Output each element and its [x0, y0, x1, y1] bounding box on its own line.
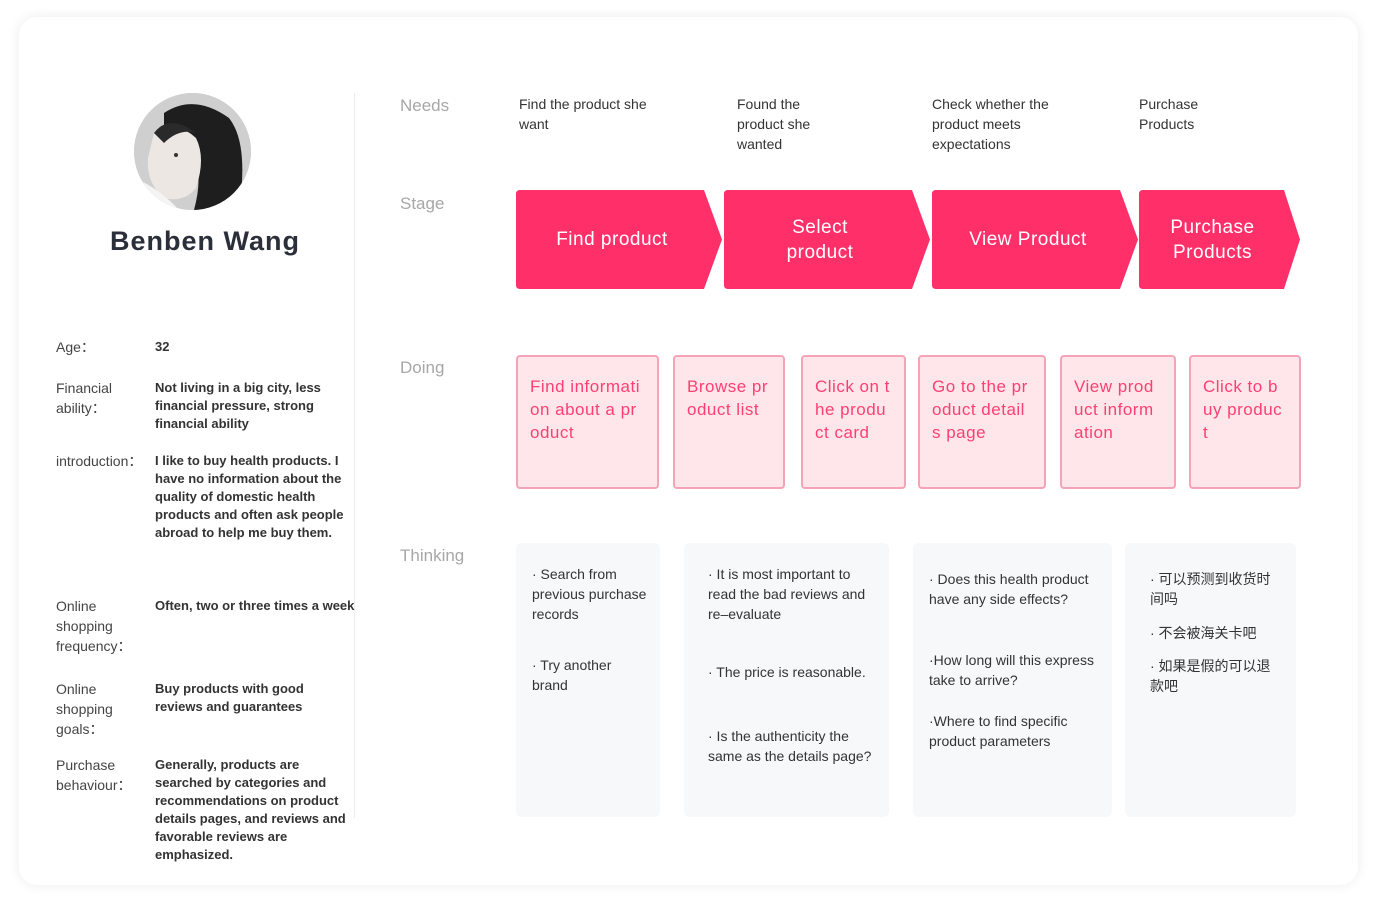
thinking-card: · Search from previous purchase records … [516, 543, 660, 817]
stage-label: Purchase Products [1170, 216, 1255, 263]
thought-item: ·Where to find specific product paramete… [929, 713, 1068, 749]
thought-item: ·How long will this express take to arri… [929, 652, 1094, 688]
row-label-needs: Needs [400, 96, 450, 115]
row-label-stage: Stage [400, 194, 445, 213]
avatar-photo-icon [134, 93, 251, 210]
doing-card: Click on the product card [801, 355, 906, 489]
attribute-label: Age： [56, 339, 95, 355]
doing-card: Click to buy product [1189, 355, 1301, 489]
stage-label: Select product [786, 216, 854, 263]
attribute-label: Online shopping goals： [56, 681, 113, 737]
doing-card: View product information [1060, 355, 1176, 489]
persona-name: Benben Wang [110, 226, 300, 256]
thought-item: · It is most important to read the bad r… [708, 566, 866, 622]
thought-item: · Does this health product have any side… [929, 571, 1089, 607]
doing-card: Browse product list [673, 355, 785, 489]
row-label-thinking: Thinking [400, 546, 465, 565]
attribute-label: introduction： [56, 453, 143, 469]
row-label-doing: Doing [400, 358, 445, 377]
thought-item: · Try another brand [532, 657, 612, 693]
thought-item: · 不会被海关卡吧 [1150, 625, 1257, 641]
attribute-value: Generally, products are searched by cate… [155, 757, 346, 862]
attribute-value: I like to buy health products. I have no… [155, 453, 344, 540]
stage-arrow: Purchase Products [1139, 190, 1300, 289]
doing-card: Find information about a product [516, 355, 659, 489]
attribute-value: Not living in a big city, less financial… [155, 380, 321, 431]
attribute-label: Financial ability： [56, 380, 113, 416]
thought-item: · Search from previous purchase records [532, 566, 647, 622]
thinking-card: · 可以预测到收货时间吗 · 不会被海关卡吧 · 如果是假的可以退款吧 [1125, 543, 1296, 817]
stage-arrow: Find product [516, 190, 722, 289]
need-item: Purchase Products [1139, 96, 1199, 132]
thought-item: · The price is reasonable. [708, 664, 866, 680]
attribute-label: Online shopping frequency： [56, 598, 132, 654]
persona-avatar [134, 93, 251, 210]
need-item: Found the product she wanted [737, 96, 811, 152]
doing-card: Go to the product details page [918, 355, 1046, 489]
panel-divider [354, 93, 355, 818]
thought-item: · 可以预测到收货时间吗 [1150, 571, 1271, 607]
stage-arrow: Select product [724, 190, 930, 289]
attribute-value: 32 [155, 339, 170, 354]
attribute-label: Purchase behaviour： [56, 757, 132, 793]
need-item: Find the product she want [519, 96, 647, 132]
stage-label: View Product [969, 229, 1087, 250]
thought-item: · 如果是假的可以退款吧 [1150, 658, 1271, 694]
thought-item: · Is the authenticity the same as the de… [708, 728, 872, 764]
stage-arrow: View Product [932, 190, 1138, 289]
thinking-card: · It is most important to read the bad r… [684, 543, 889, 817]
attribute-value: Buy products with good reviews and guara… [155, 681, 304, 714]
stage-label: Find product [556, 229, 668, 250]
attribute-value: Often, two or three times a week [155, 598, 355, 613]
thinking-card: · Does this health product have any side… [913, 543, 1112, 817]
need-item: Check whether the product meets expectat… [932, 96, 1049, 152]
